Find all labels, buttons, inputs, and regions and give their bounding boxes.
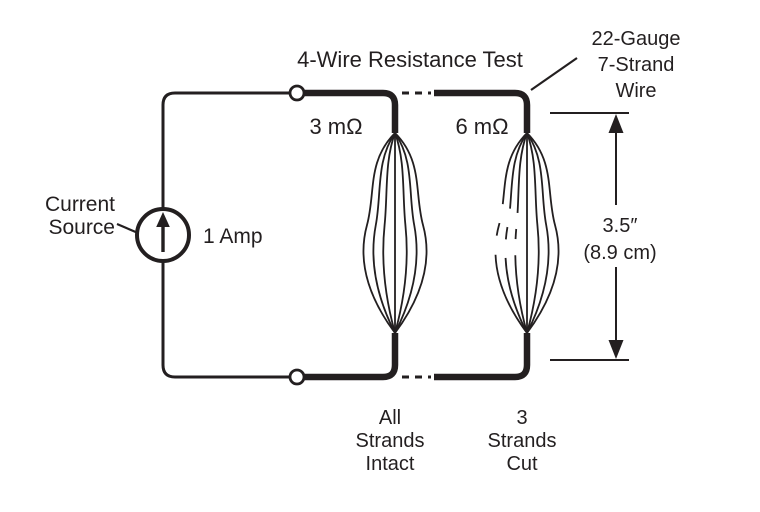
strand-bundle-cut	[494, 132, 560, 334]
bundle-cut-label-line2: Strands	[488, 430, 557, 452]
terminal-node-top	[288, 84, 306, 102]
strand-right-3	[526, 132, 560, 334]
strand-left-1	[382, 132, 396, 334]
current-source-symbol	[116, 207, 191, 263]
strand-left-2-cut	[504, 132, 528, 334]
bundle-cut-label-line1: 3	[516, 407, 527, 429]
bundle-cut-label-line3: Cut	[506, 453, 538, 475]
wire-top-thick-intact	[304, 89, 399, 133]
terminal-node-bottom	[288, 368, 306, 386]
dimension-value-inches: 3.5″	[603, 215, 638, 237]
strand-right-2	[526, 132, 550, 334]
wire-bottom-left	[161, 260, 290, 379]
current-source-label-line1: Current	[45, 193, 115, 216]
strand-right-1	[526, 132, 540, 334]
dimension-arrowhead-up-icon	[608, 114, 624, 133]
wire-bottom-thick-intact	[304, 333, 399, 381]
strand-right-1	[394, 132, 408, 334]
diagram-title: 4-Wire Resistance Test	[297, 47, 523, 72]
wire-spec-line1: 22-Gauge	[592, 28, 681, 50]
wire-bottom-thick-cut	[434, 333, 531, 381]
dimension-value-cm: (8.9 cm)	[583, 242, 656, 264]
bundle-intact-label-line3: Intact	[366, 453, 415, 475]
dimension-arrowhead-down-icon	[608, 340, 624, 359]
strand-bundle-intact	[362, 132, 428, 334]
strand-left-1-cut	[514, 132, 528, 334]
strand-right-3	[394, 132, 428, 334]
resistance-cut-label: 6 mΩ	[455, 114, 508, 139]
wire-spec-line3: Wire	[615, 80, 656, 102]
wire-spec-line2: 7-Strand	[598, 54, 675, 76]
current-source-leader-line	[116, 222, 139, 235]
strand-left-2	[372, 132, 396, 334]
strand-right-2	[394, 132, 418, 334]
resistance-intact-label: 3 mΩ	[309, 114, 362, 139]
dimension-indicator	[550, 112, 629, 361]
strand-left-3	[362, 132, 396, 334]
bundle-intact-label-line2: Strands	[356, 430, 425, 452]
wire-top-thick-cut	[434, 89, 531, 133]
circuit-loop-wires	[161, 84, 531, 386]
bundle-intact-label-line1: All	[379, 407, 401, 429]
current-source-value: 1 Amp	[203, 225, 263, 248]
wire-spec-leader-line	[530, 57, 578, 91]
strand-left-3-cut	[494, 132, 528, 334]
current-arrow-icon	[156, 212, 170, 227]
current-source-label-line2: Source	[48, 216, 115, 239]
wire-top-left	[161, 91, 290, 210]
